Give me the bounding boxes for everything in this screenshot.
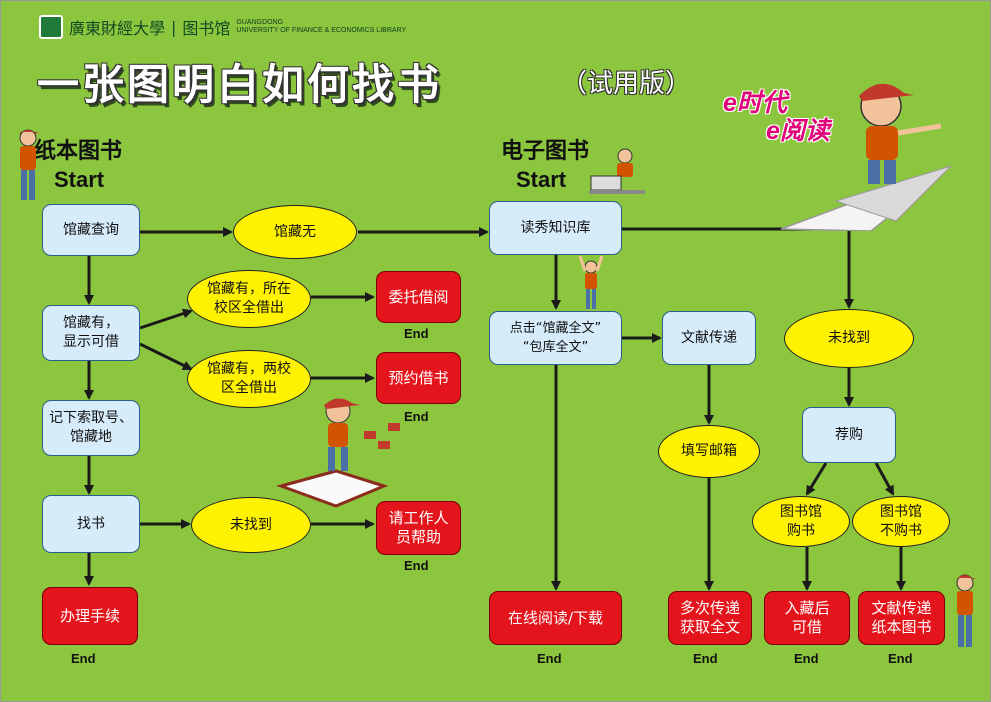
end-label-reserve: End	[404, 409, 429, 424]
ebook-start-label: Start	[516, 167, 567, 192]
brand-divider: |	[171, 17, 177, 37]
end-label-shelved: End	[794, 651, 819, 666]
poster-subtitle: （试用版）	[561, 69, 692, 99]
not-found-ebook-node: 未找到	[784, 309, 914, 368]
reserve-node: 预约借书	[376, 352, 461, 404]
university-name-en: GUANGDONG UNIVERSITY OF FINANCE & ECONOM…	[236, 19, 406, 35]
university-name-cn: 廣東財經大學	[69, 19, 166, 38]
recommend-node: 荐购	[802, 407, 896, 463]
end-label-multi: End	[693, 651, 718, 666]
end-label-online: End	[537, 651, 562, 666]
all-borrowed-both-campus-node: 馆藏有，两校 区全借出	[187, 350, 311, 408]
arrow-available-to-campus	[139, 308, 193, 330]
end-label-paper: End	[888, 651, 913, 666]
all-borrowed-this-campus-node: 馆藏有，所在 校区全借出	[187, 270, 311, 328]
shelved-borrow-node: 入藏后 可借	[764, 591, 850, 645]
slogan-line2: e阅读	[766, 117, 830, 145]
arrow-recommend-to-purchase	[805, 462, 828, 496]
book-reader-icon	[276, 398, 400, 508]
record-call-number-node: 记下索取号、 馆藏地	[42, 400, 140, 456]
find-book-node: 找书	[42, 495, 140, 553]
checkout-node: 办理手续	[42, 587, 138, 645]
doc-delivery-paper-node: 文献传递 纸本图书	[858, 591, 945, 645]
lib-no-purchase-node: 图书馆 不购书	[852, 496, 950, 547]
paper-books-heading: 纸本图书	[34, 138, 123, 164]
poster-title: 一张图明白如何找书	[37, 60, 443, 109]
proxy-borrow-node: 委托借阅	[376, 271, 461, 323]
arrow-duxiu-to-notfound	[622, 227, 854, 309]
click-fulltext-node: 点击“馆藏全文” “包库全文”	[489, 311, 622, 365]
university-name-en-line1: GUANGDONG	[236, 19, 284, 26]
ask-staff-node: 请工作人 员帮助	[376, 501, 461, 555]
lib-purchase-node: 图书馆 购书	[752, 496, 850, 547]
fill-email-node: 填写邮箱	[658, 425, 760, 478]
paper-start-label: Start	[54, 167, 105, 192]
duxiu-node: 读秀知识库	[489, 201, 622, 255]
standing-boy-icon	[956, 574, 977, 647]
not-found-paper-node: 未找到	[191, 497, 311, 553]
student-figure-icon	[19, 129, 38, 200]
multi-delivery-node: 多次传递 获取全文	[668, 591, 752, 645]
laptop-reader-icon	[589, 148, 645, 194]
slogan-line1: e时代	[723, 89, 787, 117]
online-read-node: 在线阅读/下载	[489, 591, 622, 645]
library-name-cn: 图书馆	[182, 19, 231, 38]
university-name-en-line2: UNIVERSITY OF FINANCE & ECONOMICS LIBRAR…	[236, 27, 407, 34]
arrow-recommend-to-nopurchase	[874, 462, 895, 496]
end-label-staff: End	[404, 558, 429, 573]
end-label-proxy: End	[404, 326, 429, 341]
paper-plane-rider-icon	[780, 83, 952, 231]
doc-delivery-node: 文献传递	[662, 311, 756, 365]
end-label-checkout: End	[71, 651, 96, 666]
catalog-search-node: 馆藏查询	[42, 204, 140, 256]
library-brand: 廣東財經大學 | 图书馆 GUANGDONG UNIVERSITY OF FIN…	[39, 15, 406, 39]
arrow-available-to-both	[139, 342, 193, 371]
reaching-boy-icon	[578, 255, 604, 309]
not-in-collection-node: 馆藏无	[233, 205, 357, 259]
ebooks-heading: 电子图书	[501, 138, 590, 164]
available-node: 馆藏有， 显示可借	[42, 305, 140, 361]
university-seal-icon	[39, 15, 63, 39]
